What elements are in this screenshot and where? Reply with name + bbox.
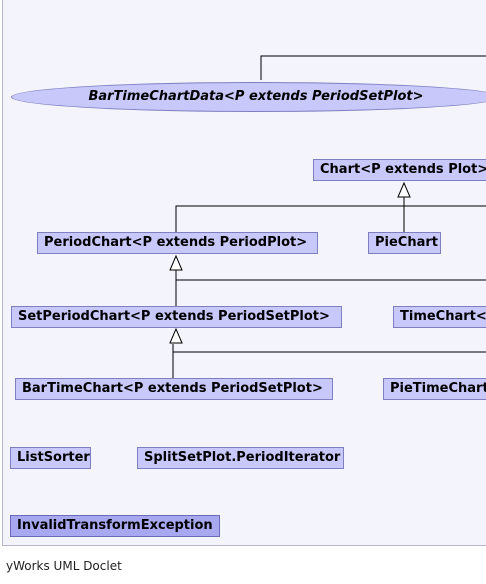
inheritance-arrow-chart [397,181,411,198]
class-timechart[interactable]: TimeChart<P e [393,306,486,328]
class-chart[interactable]: Chart<P extends Plot> [313,159,486,181]
class-pietimechart[interactable]: PieTimeChart [383,378,486,400]
class-listsorter[interactable]: ListSorter [10,447,91,469]
generalization-line-periodchart [175,205,486,232]
class-bartimechart[interactable]: BarTimeChart<P extends PeriodSetPlot> [15,378,333,400]
diagram-canvas: BarTimeChartData<P extends PeriodSetPlot… [2,0,486,546]
inheritance-arrow-periodchart [169,254,183,271]
association-line [260,55,486,80]
bartimechartdata-label: BarTimeChartData<P extends PeriodSetPlot… [88,89,424,104]
class-setperiodchart[interactable]: SetPeriodChart<P extends PeriodSetPlot> [11,306,342,328]
bartimechartdata-ellipse[interactable]: BarTimeChartData<P extends PeriodSetPlot… [11,82,486,112]
connector-layer [169,55,486,378]
class-piechart[interactable]: PieChart [368,232,441,254]
class-splitsetplot-perioditerator[interactable]: SplitSetPlot.PeriodIterator [137,447,344,469]
class-periodchart[interactable]: PeriodChart<P extends PeriodPlot> [37,232,318,254]
footer-credit: yWorks UML Doclet [6,559,122,573]
class-invalidtransformexception[interactable]: InvalidTransformException [10,515,220,537]
inheritance-arrow-setperiodchart [169,327,183,344]
